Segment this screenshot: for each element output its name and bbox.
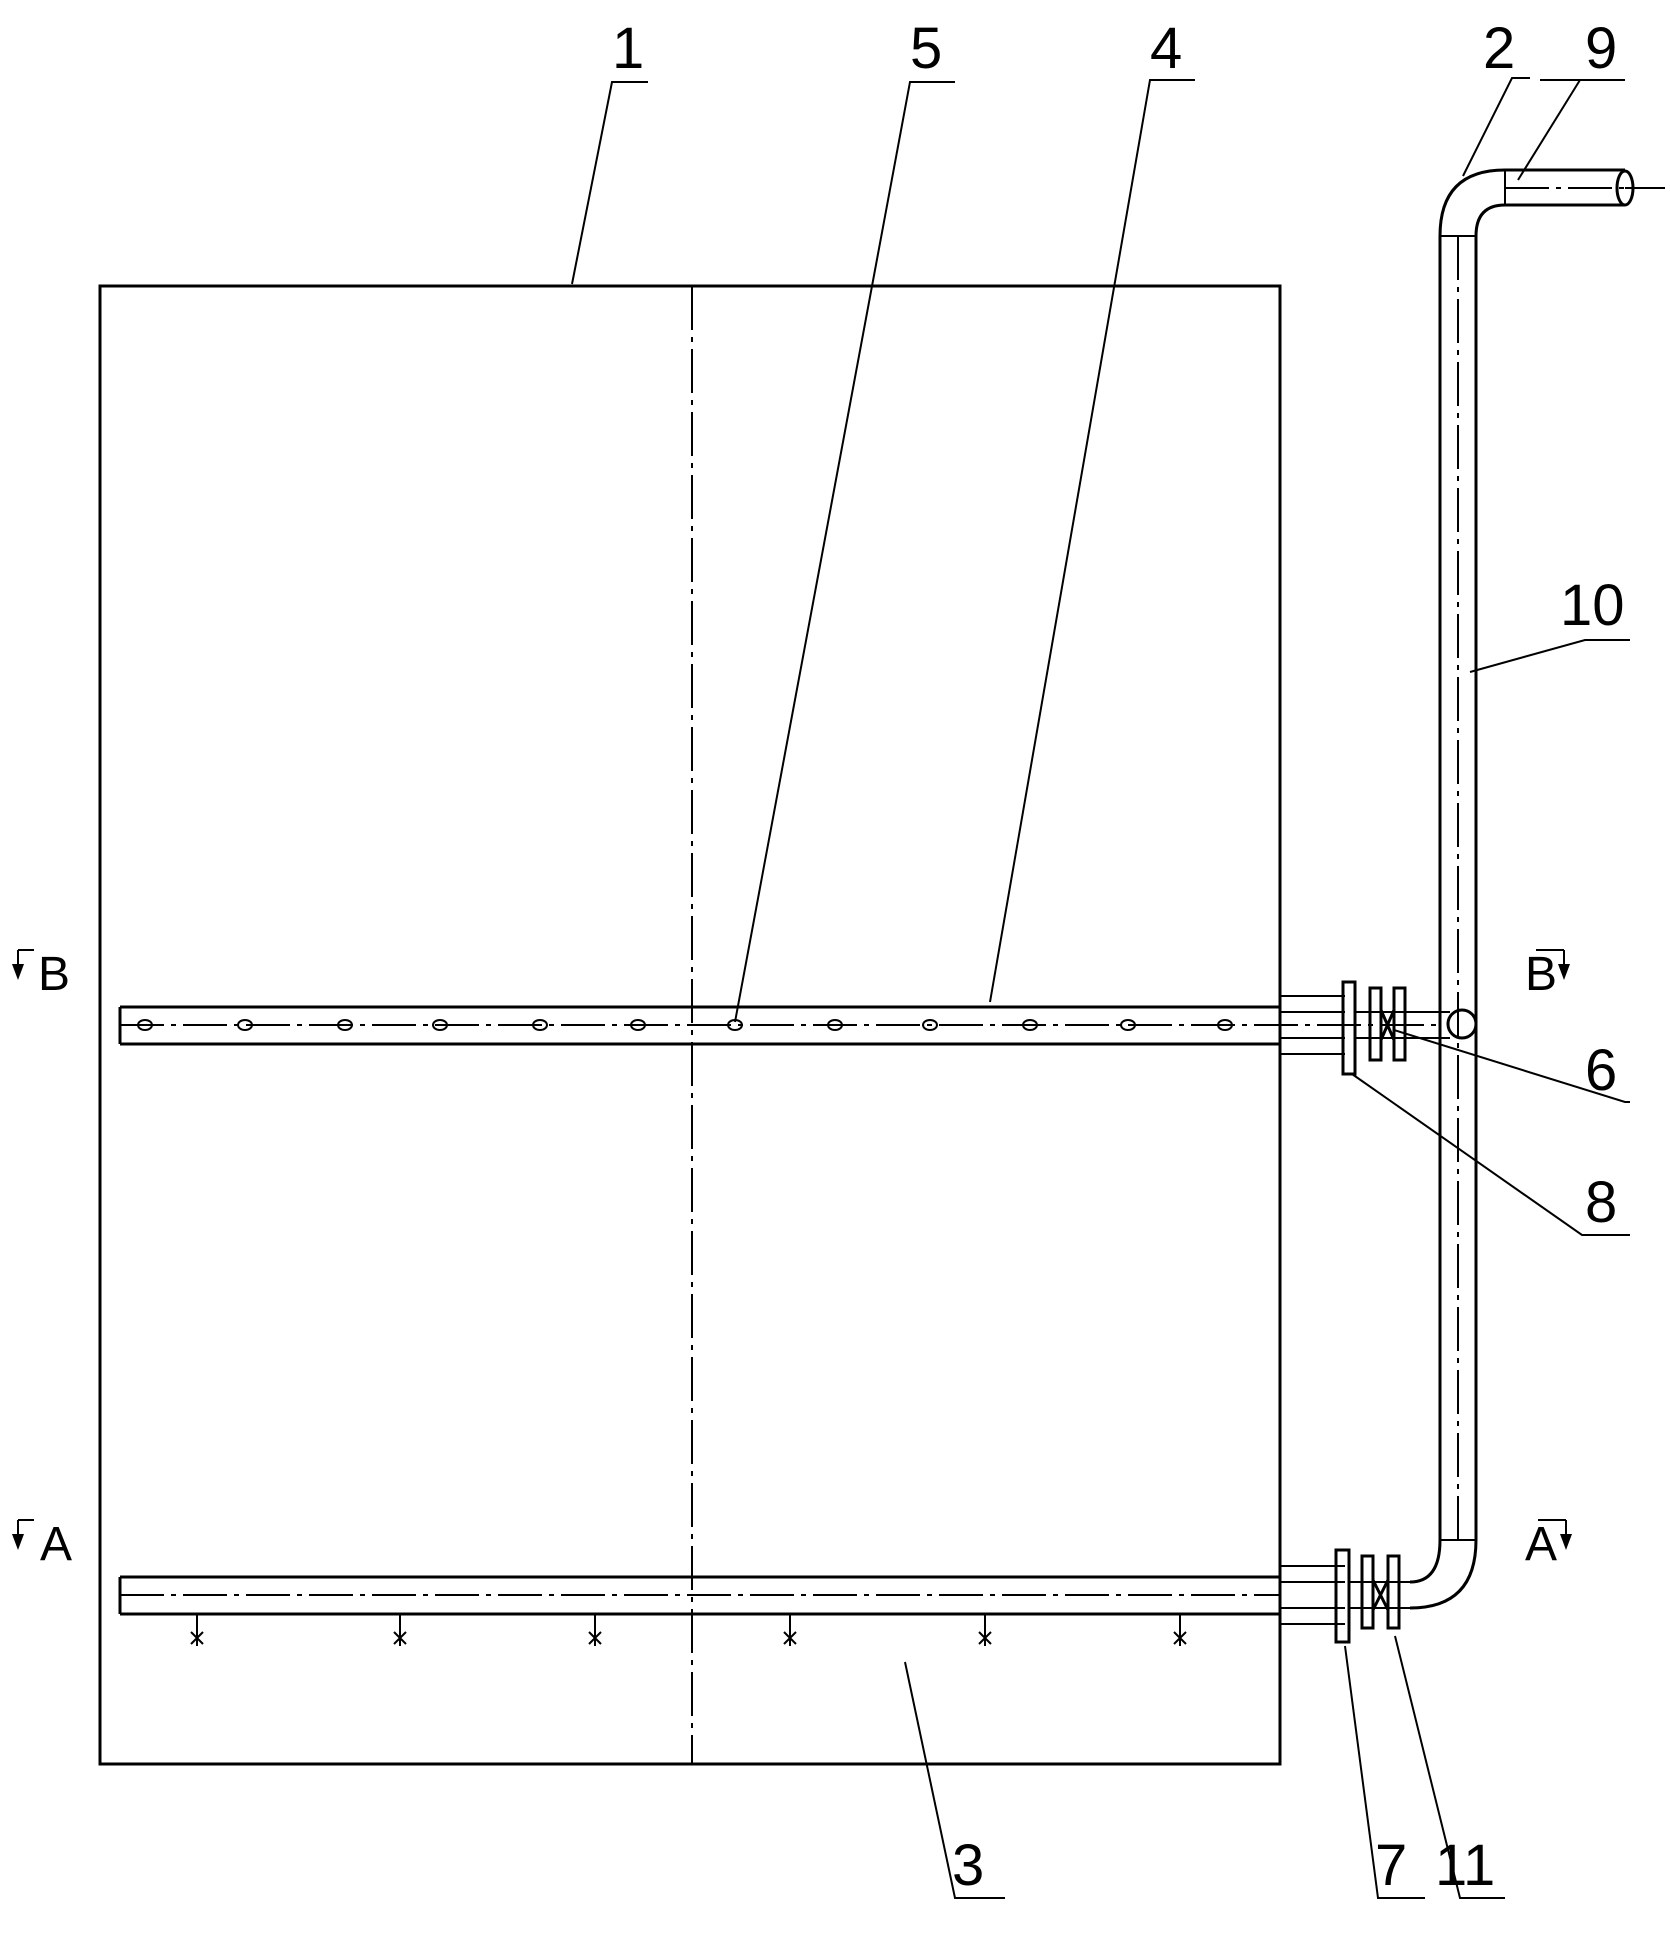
label-9: 9 — [1585, 16, 1617, 81]
pipe-hole — [1217, 1019, 1233, 1031]
label-2: 2 — [1483, 16, 1515, 81]
valve-6 — [1379, 1009, 1396, 1041]
svg-text:A: A — [1525, 1518, 1557, 1571]
pipe-holes — [137, 1019, 1233, 1031]
label-3: 3 — [952, 1833, 984, 1898]
label-7: 7 — [1375, 1833, 1407, 1898]
pipe-hole — [827, 1019, 843, 1031]
upper-perforated-pipe — [118, 1005, 1440, 1046]
label-8: 8 — [1585, 1170, 1617, 1235]
pipe-hole — [237, 1019, 253, 1031]
nozzle — [978, 1614, 992, 1646]
label-11: 11 — [1435, 1833, 1495, 1898]
lower-nozzle-pipe — [118, 1575, 1280, 1646]
pipe-hole — [922, 1019, 938, 1031]
label-4: 4 — [1150, 16, 1182, 81]
section-marker-a-right: A — [1525, 1518, 1572, 1571]
label-5: 5 — [910, 16, 942, 81]
label-1: 1 — [612, 16, 644, 81]
section-marker-b-right: B — [1525, 948, 1570, 1001]
nozzles — [190, 1614, 1187, 1646]
pipe-hole — [1022, 1019, 1038, 1031]
upper-flange-b — [1392, 986, 1407, 1062]
lower-flange-7 — [1334, 1548, 1351, 1644]
lower-pipe-connector — [1280, 1548, 1410, 1644]
pipe-hole — [630, 1019, 646, 1031]
pipe-hole — [137, 1019, 153, 1031]
nozzle — [393, 1614, 407, 1646]
upper-flange-a — [1368, 986, 1383, 1062]
svg-text:B: B — [1525, 948, 1557, 1001]
section-marker-b-left: B — [12, 948, 70, 1001]
riser-pipe — [1409, 168, 1665, 1610]
upper-pipe-connector — [1280, 980, 1478, 1076]
lower-flange-a — [1360, 1554, 1375, 1630]
pipe-hole — [432, 1019, 448, 1031]
nozzle — [190, 1614, 204, 1646]
pipe-hole — [1120, 1019, 1136, 1031]
svg-text:B: B — [38, 948, 70, 1001]
valve-lower — [1371, 1579, 1390, 1611]
lower-flange-11 — [1386, 1554, 1401, 1630]
section-marker-a-left: A — [12, 1518, 72, 1571]
label-6: 6 — [1585, 1038, 1617, 1103]
label-10: 10 — [1560, 573, 1625, 638]
svg-text:A: A — [40, 1518, 72, 1571]
pipe-hole — [532, 1019, 548, 1031]
pipe-hole — [337, 1019, 353, 1031]
nozzle — [783, 1614, 797, 1646]
upper-flange-8 — [1341, 980, 1357, 1076]
nozzle — [1173, 1614, 1187, 1646]
leader-lines — [571, 77, 1630, 1899]
nozzle — [588, 1614, 602, 1646]
tee-joint — [1446, 1008, 1478, 1040]
